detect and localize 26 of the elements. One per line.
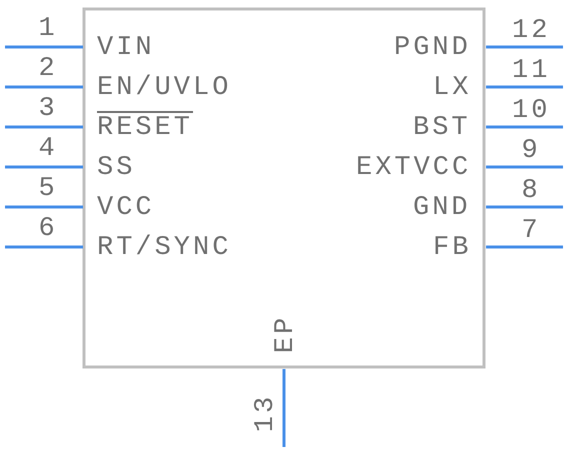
pin-number: 9 — [522, 137, 541, 165]
pin-number: 1 — [38, 15, 58, 43]
pin-number: 10 — [512, 97, 550, 125]
pin-name: SS — [97, 154, 136, 182]
pin-number: 7 — [522, 217, 541, 245]
pin-name: VCC — [97, 194, 155, 222]
pin-name: RESET — [97, 114, 194, 142]
pin-number: 5 — [38, 175, 58, 203]
pin-number: 2 — [38, 55, 58, 83]
pin-number: 4 — [38, 135, 58, 163]
pin-name: BST — [413, 114, 471, 142]
pin-number: 3 — [38, 95, 58, 123]
pin-name: EXTVCC — [356, 154, 472, 182]
pin-name: FB — [433, 234, 472, 262]
pin-number: 12 — [512, 17, 550, 45]
pin-number: 13 — [252, 394, 280, 432]
pin-number: 11 — [512, 57, 550, 85]
pin-number: 8 — [522, 177, 541, 205]
pin-name: PGND — [394, 34, 471, 62]
pin-name: RT/SYNC — [97, 234, 232, 262]
pin-name: GND — [413, 194, 471, 222]
pin-name: EN/UVLO — [97, 74, 232, 102]
pin-number: 6 — [38, 215, 58, 243]
pin-name: VIN — [97, 34, 155, 62]
pin-name: EP — [272, 314, 300, 354]
pin-name: LX — [433, 74, 472, 102]
